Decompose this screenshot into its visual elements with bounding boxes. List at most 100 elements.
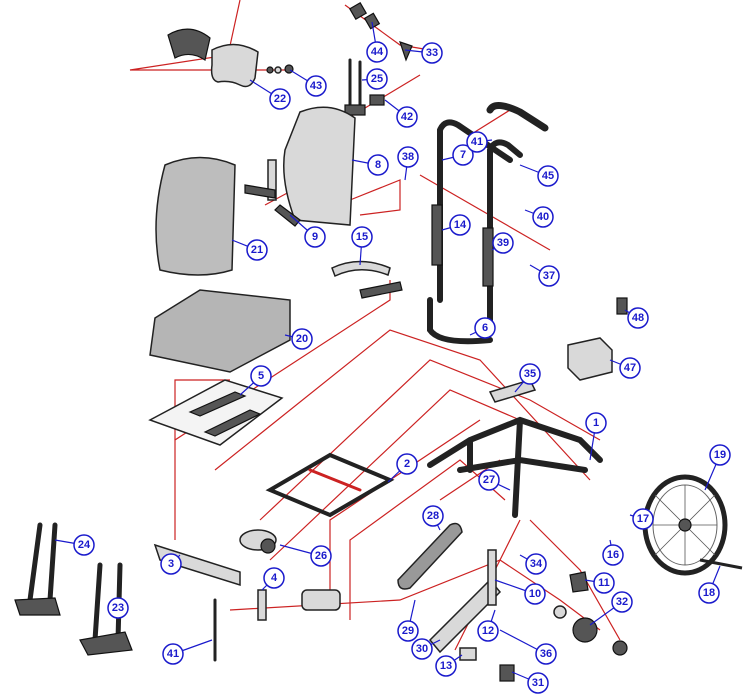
callout-number: 3	[168, 558, 174, 570]
callout-number: 18	[703, 587, 715, 599]
callout-number: 38	[402, 151, 414, 163]
callout-number: 27	[483, 474, 495, 486]
bracket-11	[569, 571, 589, 593]
seat-pan-mesh	[188, 391, 262, 437]
seat-pan	[148, 379, 284, 446]
callout-circle	[73, 534, 95, 556]
side-plate-30	[428, 578, 502, 654]
callout-circle	[532, 206, 554, 228]
callout-circle	[396, 106, 418, 128]
callout-27: 27	[478, 469, 511, 491]
footplate-left	[14, 597, 61, 616]
callout-circle	[525, 553, 547, 575]
callout-44: 44	[366, 21, 388, 63]
callout-circle	[421, 42, 443, 64]
callout-34: 34	[519, 553, 547, 575]
side-pad-28	[397, 522, 463, 590]
callout-3: 3	[160, 553, 182, 575]
back-shell	[283, 106, 356, 226]
armrest-pad	[331, 260, 391, 278]
callout-number: 29	[402, 625, 414, 637]
callout-circle	[466, 131, 488, 153]
callout-circle	[619, 357, 641, 379]
callout-number: 43	[310, 80, 322, 92]
callout-39: 39	[491, 232, 514, 254]
callout-circle	[449, 214, 471, 236]
callout-number: 35	[524, 368, 536, 380]
block-13	[459, 647, 477, 661]
frame-bracket-35	[488, 379, 537, 403]
callout-circle	[492, 232, 514, 254]
callout-9: 9	[289, 214, 326, 248]
callout-number: 4	[271, 572, 278, 584]
callout-number: 7	[460, 149, 466, 161]
callout-28: 28	[422, 505, 444, 531]
callout-number: 41	[167, 648, 179, 660]
callout-circle	[366, 68, 388, 90]
callout-number: 40	[537, 211, 549, 223]
back-cushion	[155, 156, 236, 276]
callout-circle	[435, 655, 457, 677]
callout-18: 18	[698, 565, 721, 604]
headrest-washer	[274, 66, 282, 74]
callout-16: 16	[602, 539, 624, 566]
callout-number: 33	[426, 47, 438, 59]
callout-number: 21	[251, 244, 263, 256]
callout-circle	[304, 226, 326, 248]
small-wheel-32	[572, 617, 598, 643]
callout-number: 13	[440, 660, 452, 672]
callout-circle	[246, 239, 268, 261]
callout-circle	[310, 545, 332, 567]
callout-2: 2	[387, 453, 418, 483]
callout-number: 47	[624, 362, 636, 374]
back-hardware-9	[244, 184, 301, 227]
callout-number: 12	[482, 625, 494, 637]
callout-circle	[366, 41, 388, 63]
callout-circle	[107, 597, 129, 619]
callout-circle	[250, 365, 272, 387]
callout-number: 15	[356, 231, 368, 243]
callout-circle	[593, 572, 615, 594]
callout-38: 38	[397, 146, 419, 181]
callout-circle	[269, 88, 291, 110]
callout-circle	[411, 638, 433, 660]
small-wheel	[612, 640, 628, 656]
callout-32: 32	[589, 591, 633, 626]
callout-36: 36	[499, 629, 557, 665]
callout-number: 24	[78, 539, 91, 551]
callout-circle	[632, 508, 654, 530]
callout-number: 1	[593, 417, 599, 429]
callout-number: 14	[454, 219, 467, 231]
callout-circle	[160, 553, 182, 575]
callout-number: 22	[274, 93, 286, 105]
post-10	[487, 549, 497, 606]
callout-4: 4	[261, 567, 285, 591]
callout-circle	[602, 544, 624, 566]
knob	[399, 41, 413, 62]
block-31	[499, 664, 515, 682]
callout-circle	[538, 265, 560, 287]
wheel-hub	[678, 518, 692, 532]
headrest-knob	[266, 66, 274, 74]
callout-circle	[351, 226, 373, 248]
callout-circle	[397, 620, 419, 642]
callout-41: 41	[466, 131, 493, 153]
callout-47: 47	[609, 357, 641, 379]
callout-number: 19	[714, 449, 726, 461]
callout-number: 8	[375, 159, 381, 171]
callout-15: 15	[351, 226, 373, 266]
callout-48: 48	[624, 307, 649, 329]
callout-11: 11	[584, 572, 615, 594]
callout-33: 33	[404, 42, 443, 64]
callout-25: 25	[361, 68, 388, 90]
callout-circle	[585, 412, 607, 434]
callout-5: 5	[239, 365, 272, 396]
callout-number: 11	[598, 577, 610, 589]
callout-circle	[519, 363, 541, 385]
callout-circle	[627, 307, 649, 329]
callout-circle	[524, 583, 546, 605]
callout-number: 10	[529, 588, 541, 600]
callout-number: 25	[371, 73, 383, 85]
callout-30: 30	[411, 638, 441, 660]
